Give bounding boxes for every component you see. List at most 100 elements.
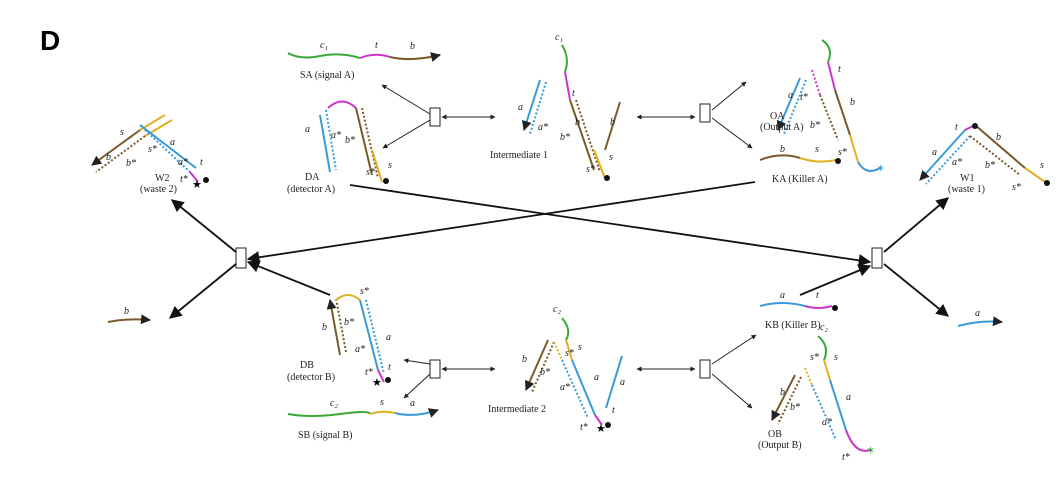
w2-complex: ★ s s* b b* a a* t t* <box>91 114 209 191</box>
domain-b-star: b* <box>345 135 355 146</box>
label-da-2: (detector A) <box>287 184 335 195</box>
domain-b-star: b* <box>985 160 995 171</box>
label-oa-2: (Output A) <box>760 122 804 133</box>
domain-b-star: b* <box>810 120 820 131</box>
arrow-to-b <box>169 263 237 319</box>
domain-t: t <box>200 157 203 168</box>
domain-b: b <box>610 117 615 128</box>
sa-strand: c₁ t b <box>287 40 441 62</box>
domain-t: t <box>838 64 841 75</box>
arrow-to-w1 <box>883 197 949 253</box>
domain-a-star: a* <box>178 157 188 168</box>
reaction-node-a1 <box>429 107 441 127</box>
label-sb: SB (signal B) <box>298 430 352 441</box>
arrow-to-a <box>883 263 949 317</box>
domain-s: s <box>578 342 582 353</box>
domain-a: a <box>975 308 980 319</box>
domain-s-star: s* <box>838 147 847 158</box>
label-int1: Intermediate 1 <box>490 150 548 161</box>
domain-b-star: b* <box>560 132 570 143</box>
domain-a: a <box>386 332 391 343</box>
arrow-kb-to-right-node <box>799 264 872 296</box>
star-marker-icon: ★ <box>372 376 382 389</box>
domain-a: a <box>305 124 310 135</box>
domain-t: t <box>572 88 575 99</box>
domain-b: b <box>410 41 415 52</box>
da-complex: a a* b* s* s <box>305 100 392 184</box>
domain-a: a <box>410 398 415 409</box>
domain-s: s <box>380 397 384 408</box>
domain-s-star: s* <box>810 352 819 363</box>
label-ob-1: OB <box>768 429 782 440</box>
label-w2-2: (waste 2) <box>140 184 177 195</box>
domain-t: t <box>816 290 819 301</box>
kb-strand: a t <box>759 290 838 311</box>
domain-t: t <box>375 40 378 51</box>
domain-a-star: a* <box>952 157 962 168</box>
domain-b-star: b* <box>126 158 136 169</box>
domain-s: s <box>609 152 613 163</box>
domain-a-star: a* <box>560 382 570 393</box>
domain-b: b <box>780 144 785 155</box>
domain-c2: c₂ <box>820 322 828 333</box>
domain-b: b <box>996 132 1001 143</box>
domain-c2: c₂ <box>330 398 338 409</box>
domain-s: s <box>815 144 819 155</box>
domain-s: s <box>834 352 838 363</box>
domain-a: a <box>620 377 625 388</box>
domain-t: t <box>612 405 615 416</box>
star-marker-icon: ✶ <box>876 162 885 175</box>
domain-c1: c₁ <box>320 40 328 51</box>
domain-b-star: b* <box>344 317 354 328</box>
star-marker-icon: ★ <box>596 422 606 435</box>
domain-t-star: t* <box>842 452 850 463</box>
reaction-node-b1 <box>429 359 441 379</box>
arrow-ka-to-left-node <box>246 181 756 264</box>
reaction-node-left <box>235 247 247 269</box>
arrow-da-to-right-node <box>349 184 872 267</box>
domain-a: a <box>518 102 523 113</box>
domain-b: b <box>575 117 580 128</box>
domain-t: t <box>955 122 958 133</box>
star-marker-icon: ✶ <box>866 444 875 457</box>
domain-a-star: a* <box>822 417 832 428</box>
label-oa-1: OA <box>770 111 785 122</box>
domain-s: s <box>120 127 124 138</box>
label-kb: KB (Killer B) <box>765 320 821 331</box>
domain-s-star: s* <box>565 348 574 359</box>
arrow-to-sb <box>403 373 431 399</box>
domain-t-star: t* <box>800 92 808 103</box>
arrow-to-oa <box>711 81 747 111</box>
intermediate-2-complex: ★ c₂ s* s b b* a* a a t* t <box>522 304 625 435</box>
domain-t: t <box>388 362 391 373</box>
arrow-to-ob <box>711 373 753 409</box>
domain-t-star: t* <box>580 422 588 433</box>
domain-b: b <box>124 306 129 317</box>
domain-b-star: b* <box>790 402 800 413</box>
domain-s-star: s* <box>586 164 595 175</box>
ob-complex: ✶ c₂ s* s b b* a* a t* <box>771 322 875 463</box>
domain-b: b <box>522 354 527 365</box>
domain-b: b <box>850 97 855 108</box>
domain-a: a <box>932 147 937 158</box>
domain-s: s <box>1040 160 1044 171</box>
reaction-node-a2 <box>699 103 711 123</box>
star-marker-icon: ★ <box>192 178 202 191</box>
domain-a-star: a* <box>538 122 548 133</box>
domain-t-star: t* <box>180 174 188 185</box>
domain-b: b <box>322 322 327 333</box>
domain-a: a <box>594 372 599 383</box>
domain-a: a <box>170 137 175 148</box>
domain-a: a <box>780 290 785 301</box>
label-w1-1: W1 <box>960 173 974 184</box>
oa-complex: ✶ a t* b* t b s* <box>776 39 885 175</box>
domain-a: a <box>788 90 793 101</box>
domain-s-star: s* <box>366 167 375 178</box>
intermediate-1-complex: c₁ t b a a* b* b s* s <box>518 32 621 181</box>
domain-c2: c₂ <box>553 304 561 315</box>
label-da-1: DA <box>305 172 320 183</box>
label-int2: Intermediate 2 <box>488 404 546 415</box>
label-w1-2: (waste 1) <box>948 184 985 195</box>
a-strand: a <box>957 308 1003 327</box>
domain-s-star: s* <box>148 144 157 155</box>
